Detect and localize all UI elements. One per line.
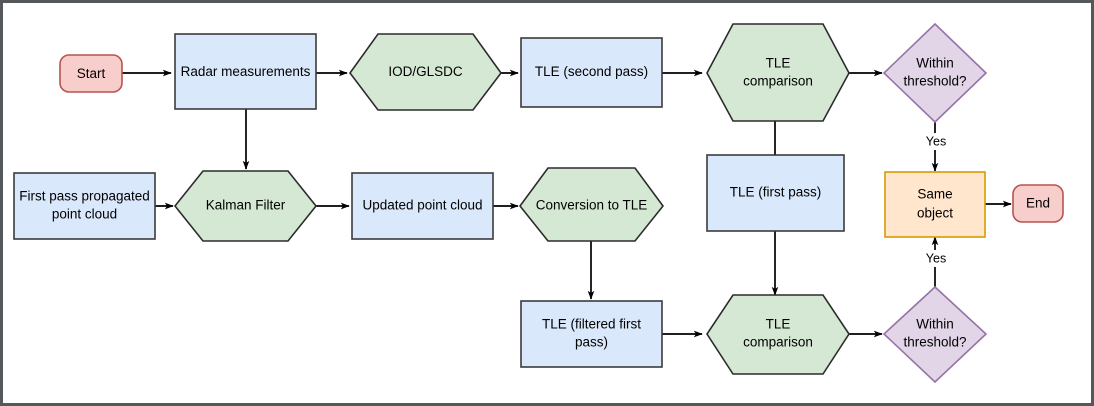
radar-measurements-shape[interactable]	[174, 33, 317, 110]
tle-comparison-top-label-line1: TLE	[766, 56, 791, 71]
within-threshold-top-label-line1: Within	[916, 56, 954, 71]
node-tle-comparison-bottom[interactable]: TLE comparison	[706, 294, 850, 375]
start-label: Start	[77, 66, 106, 81]
node-same-object[interactable]: Same object	[884, 171, 986, 238]
node-within-threshold-top[interactable]: Within threshold?	[882, 22, 988, 124]
yes-top-label-backdrop	[921, 133, 951, 150]
tle-second-pass-shape[interactable]	[520, 37, 663, 108]
kalman-filter-shape[interactable]	[173, 170, 318, 242]
first-pass-point-cloud-shape[interactable]	[13, 172, 156, 240]
tle-comparison-bottom-label-line2: comparison	[743, 335, 813, 350]
flowchart-svg: Yes Yes Start Radar measurements IOD/GLS…	[13, 22, 1064, 384]
tle-second-pass-label: TLE (second pass)	[535, 64, 648, 79]
within-threshold-top-shape[interactable]	[882, 22, 988, 124]
same-object-label-line1: Same	[917, 187, 952, 202]
edge-layer	[121, 69, 1012, 338]
tle-comparison-bottom-shape[interactable]	[706, 294, 850, 375]
radar-measurements-label: Radar measurements	[181, 64, 311, 79]
node-iod-glsdc[interactable]: IOD/GLSDC	[349, 33, 502, 111]
node-radar-measurements[interactable]: Radar measurements	[174, 33, 317, 110]
node-first-pass-propagated-point-cloud[interactable]: First pass propagated point cloud	[13, 172, 156, 240]
updated-point-cloud-label: Updated point cloud	[362, 198, 482, 213]
iod-glsdc-label: IOD/GLSDC	[388, 64, 463, 79]
node-tle-second-pass[interactable]: TLE (second pass)	[520, 37, 663, 108]
tle-first-pass-label: TLE (first pass)	[730, 185, 822, 200]
tle-filtered-first-pass-label-line1: TLE (filtered first	[542, 317, 641, 332]
node-conversion-to-tle[interactable]: Conversion to TLE	[518, 167, 665, 242]
tle-filtered-first-pass-label-line2: pass)	[575, 335, 608, 350]
tle-comparison-bottom-label-line1: TLE	[766, 317, 791, 332]
same-object-label-line2: object	[917, 206, 953, 221]
start-shape[interactable]	[59, 54, 123, 93]
within-threshold-top-label-line2: threshold?	[903, 74, 966, 89]
yes-bottom-label-backdrop	[921, 250, 951, 267]
iod-glsdc-shape[interactable]	[349, 33, 502, 111]
edge-label-yes-bottom: Yes	[926, 251, 946, 265]
node-end[interactable]: End	[1012, 184, 1064, 223]
within-threshold-bottom-shape[interactable]	[882, 285, 988, 384]
node-tle-first-pass[interactable]: TLE (first pass)	[706, 154, 845, 232]
conversion-to-tle-label: Conversion to TLE	[536, 198, 648, 213]
edge-label-yes-top: Yes	[926, 134, 946, 148]
updated-point-cloud-shape[interactable]	[351, 172, 494, 240]
first-pass-point-cloud-label-line1: First pass propagated	[19, 189, 150, 204]
tle-first-pass-shape[interactable]	[706, 154, 845, 232]
same-object-shape[interactable]	[884, 171, 986, 238]
node-updated-point-cloud[interactable]: Updated point cloud	[351, 172, 494, 240]
node-tle-comparison-top[interactable]: TLE comparison	[706, 23, 850, 122]
conversion-to-tle-shape[interactable]	[518, 167, 665, 242]
end-shape[interactable]	[1012, 184, 1064, 223]
first-pass-point-cloud-label-line2: point cloud	[52, 207, 117, 222]
end-label: End	[1026, 196, 1050, 211]
edge-label-layer: Yes Yes	[921, 133, 951, 267]
node-kalman-filter[interactable]: Kalman Filter	[173, 170, 318, 242]
tle-comparison-top-label-line2: comparison	[743, 74, 813, 89]
within-threshold-bottom-label-line1: Within	[916, 317, 954, 332]
within-threshold-bottom-label-line2: threshold?	[903, 335, 966, 350]
node-within-threshold-bottom[interactable]: Within threshold?	[882, 285, 988, 384]
node-start[interactable]: Start	[59, 54, 123, 93]
node-tle-filtered-first-pass[interactable]: TLE (filtered first pass)	[520, 300, 663, 368]
tle-comparison-top-shape[interactable]	[706, 23, 850, 122]
tle-filtered-first-pass-shape[interactable]	[520, 300, 663, 368]
kalman-filter-label: Kalman Filter	[206, 198, 286, 213]
